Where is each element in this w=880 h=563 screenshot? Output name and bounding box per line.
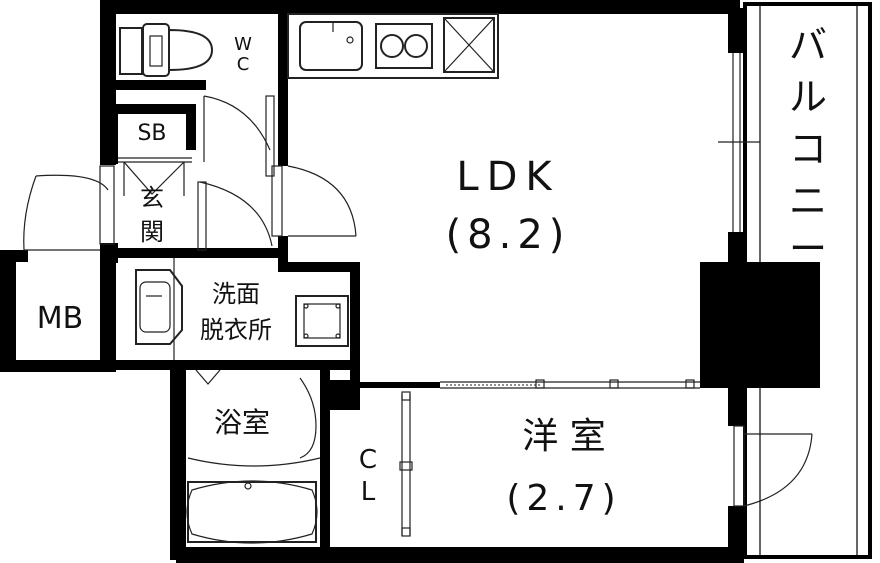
entrance-label-1: 玄 <box>140 184 164 212</box>
western-window-door <box>733 425 813 507</box>
entrance-label-2: 関 <box>140 218 164 246</box>
bathroom-fixtures <box>186 369 321 544</box>
ldk-window <box>718 53 760 232</box>
kitchen-counter <box>287 13 499 79</box>
closet-label-l: L <box>361 477 376 507</box>
toilet <box>119 23 214 77</box>
closet-doors <box>399 391 413 537</box>
mb-label: MB <box>37 301 83 336</box>
wc-label-c: C <box>237 54 250 75</box>
washroom-door <box>197 181 273 251</box>
wash-basin <box>135 258 183 360</box>
western-room-name: 洋 室 <box>522 416 605 457</box>
shoe-box-front <box>118 157 192 196</box>
sb-label: SB <box>137 121 166 146</box>
balcony-char-2: ル <box>789 75 827 119</box>
balcony-label: バ ル コ ニ ー <box>789 23 827 271</box>
ldk-door <box>271 165 357 237</box>
western-room-area: (2.7) <box>506 478 621 519</box>
closet-label-c: C <box>359 445 377 475</box>
ldk-name: LDK <box>456 154 559 200</box>
balcony-char-1: バ <box>789 23 827 67</box>
washroom-label-1: 洗面 <box>212 280 260 308</box>
ldk-area: (8.2) <box>446 212 571 258</box>
washing-machine <box>295 295 349 347</box>
wc-door <box>203 95 275 177</box>
bathroom-label: 浴室 <box>214 406 270 439</box>
balcony-char-3: コ <box>789 127 827 171</box>
washroom-label-2: 脱衣所 <box>200 316 272 344</box>
balcony-char-4: ニ <box>789 179 827 223</box>
walls <box>0 0 820 563</box>
entrance-door <box>23 165 115 251</box>
sliding-doors <box>440 379 700 389</box>
wc-label-w: W <box>234 34 252 55</box>
